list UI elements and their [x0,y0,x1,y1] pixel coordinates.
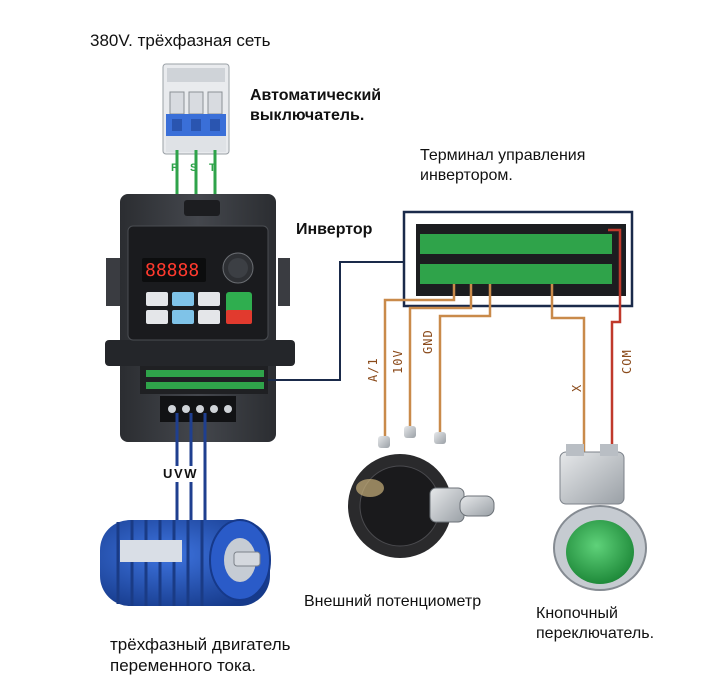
label-wire-10v: 10V [391,349,405,374]
signal-wires [383,284,586,452]
label-motor: трёхфазный двигатель переменного тока. [110,635,291,676]
key-reset[interactable] [226,310,252,324]
key-set[interactable] [146,310,168,324]
label-control-terminal: Терминал управления инвертором. [420,147,586,184]
label-phase-s: S [190,162,198,174]
label-wire-x: X [570,383,584,392]
label-phase-t: T [209,162,216,174]
key-up[interactable] [172,292,194,306]
label-potentiometer: Внешний потенциометр [304,593,482,610]
key-shift[interactable] [198,292,220,306]
inverter-display: 88888 [145,260,199,281]
key-stop[interactable] [198,310,220,324]
motor [100,519,271,606]
label-push-button: Кнопочный переключатель. [536,605,655,642]
key-down[interactable] [172,310,194,324]
label-power-supply: 380V. трёхфазная сеть [90,31,271,50]
circuit-breaker [162,63,230,155]
label-wire-com: COM [620,349,634,374]
label-phase-r: R [171,162,179,174]
control-link [268,261,404,381]
label-wire-gnd: GND [421,329,435,354]
label-wire-a1: A/1 [366,357,380,382]
key-prg[interactable] [146,292,168,306]
label-circuit-breaker: Автоматический выключатель. [250,87,382,124]
inverter: 88888 [105,194,295,442]
com-wire [608,228,622,456]
label-inverter: Инвертор [296,221,373,238]
push-button [553,444,647,591]
potentiometer [348,426,495,558]
label-outputs-uvw: U V W [163,466,197,483]
control-terminal [402,210,634,308]
